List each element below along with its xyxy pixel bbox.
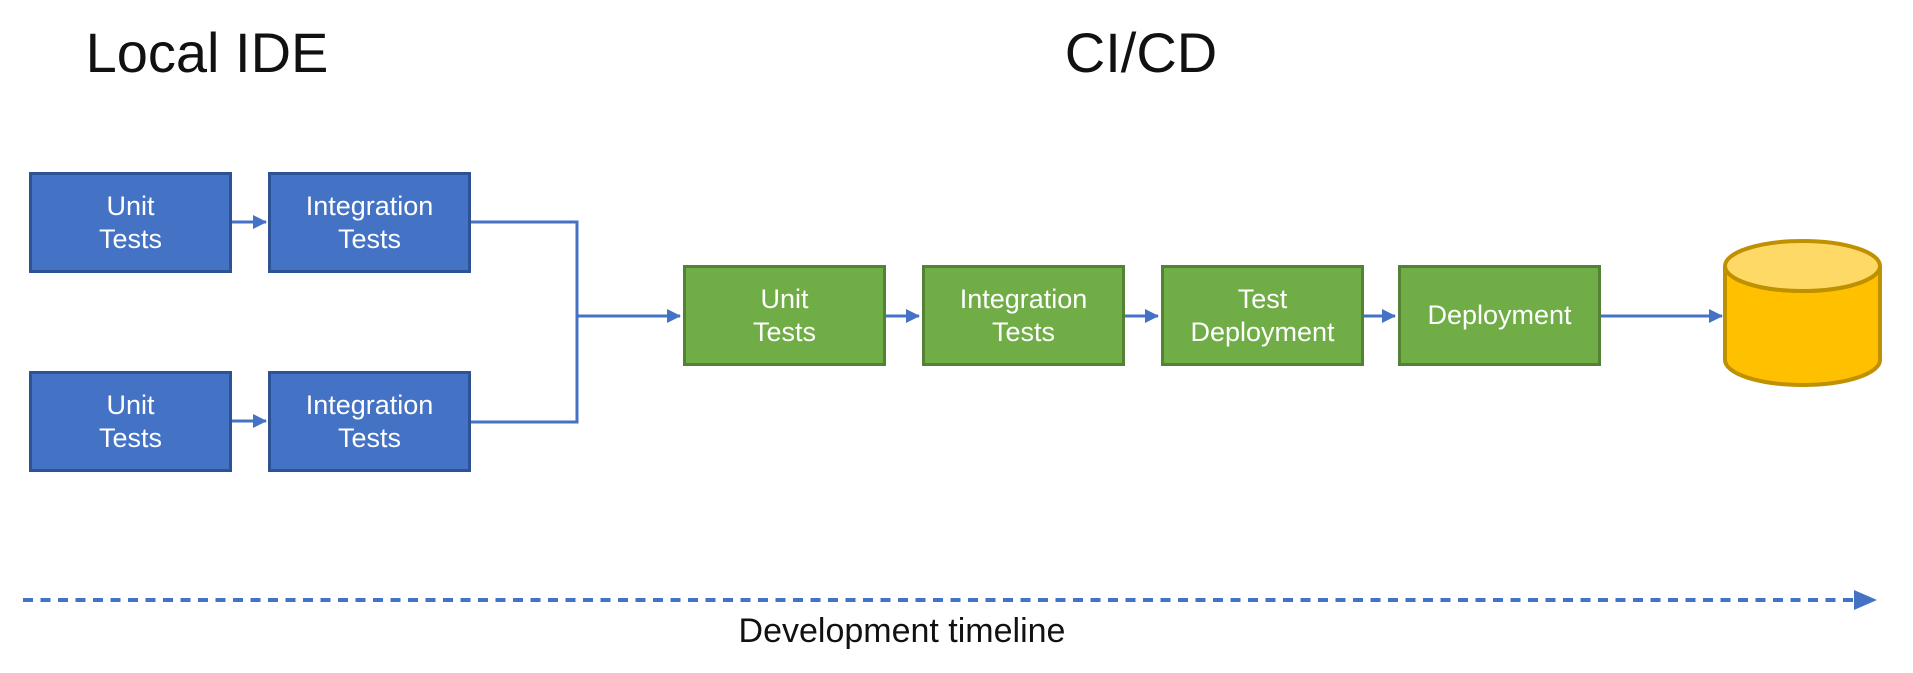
node-label: Deployment xyxy=(1427,300,1572,331)
node-ci-unit-tests: Unit Tests xyxy=(683,265,886,366)
node-label: Test Deployment xyxy=(1190,283,1335,347)
node-ci-integration-tests: Integration Tests xyxy=(922,265,1125,366)
node-local2-unit-tests: Unit Tests xyxy=(29,371,232,472)
section-title-local-ide: Local IDE xyxy=(85,21,329,84)
timeline-label: Development timeline xyxy=(738,612,1066,650)
node-ci-deployment: Deployment xyxy=(1398,265,1601,366)
node-local1-unit-tests: Unit Tests xyxy=(29,172,232,273)
node-local2-integration-tests: Integration Tests xyxy=(268,371,471,472)
node-local1-integration-tests: Integration Tests xyxy=(268,172,471,273)
database-cylinder-body xyxy=(1723,265,1882,387)
node-ci-test-deployment: Test Deployment xyxy=(1161,265,1364,366)
database-cylinder xyxy=(1723,239,1882,387)
node-label: Unit Tests xyxy=(98,190,163,254)
node-label: Integration Tests xyxy=(305,190,434,254)
node-label: Integration Tests xyxy=(305,389,434,453)
section-title-cicd: CI/CD xyxy=(1064,21,1218,84)
node-label: Unit Tests xyxy=(752,283,817,347)
node-label: Unit Tests xyxy=(98,389,163,453)
node-label: Integration Tests xyxy=(959,283,1088,347)
timeline-arrowhead-icon xyxy=(1854,590,1877,610)
merge-bracket-connector xyxy=(471,220,579,424)
database-cylinder-top xyxy=(1723,239,1882,293)
